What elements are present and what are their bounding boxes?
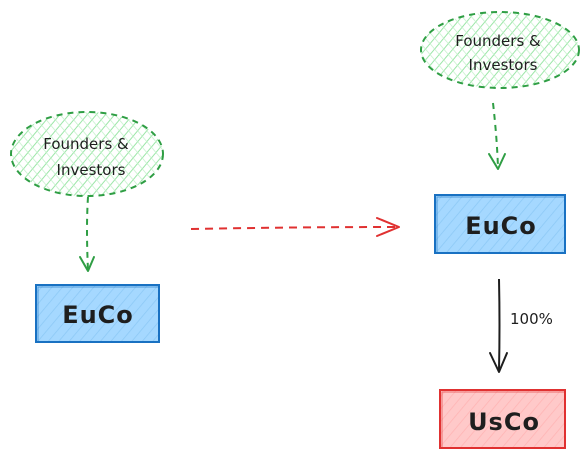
left-edge-arrowhead <box>79 256 95 272</box>
ownership-label: 100% <box>510 310 553 328</box>
right-investors-node[interactable]: Founders & Investors <box>420 11 580 89</box>
left-investors-to-euco-edge <box>79 196 95 272</box>
right-investors-outline <box>420 11 580 89</box>
left-investors-node[interactable]: Founders & Investors <box>10 111 164 197</box>
left-investors-outline <box>10 111 164 197</box>
left-investors-label-line2: Investors <box>57 161 126 179</box>
left-investors-label-line1: Founders & <box>43 135 129 153</box>
right-edge-arrowhead <box>488 153 506 170</box>
ownership-arrowhead <box>489 352 508 373</box>
usco-label: UsCo <box>468 408 540 436</box>
right-investors-to-euco-edge <box>488 102 506 170</box>
right-euco-node[interactable]: EuCo <box>434 194 566 254</box>
right-investors-label-line2: Investors <box>469 56 538 74</box>
usco-node[interactable]: UsCo <box>439 389 566 449</box>
restructuring-arrow <box>190 217 400 237</box>
right-investors-label-line1: Founders & <box>455 32 541 50</box>
left-euco-label: EuCo <box>62 301 134 329</box>
right-euco-label: EuCo <box>465 212 537 240</box>
restructuring-arrowhead <box>376 217 400 237</box>
left-euco-node[interactable]: EuCo <box>35 284 160 343</box>
ownership-edge: 100% <box>489 278 553 373</box>
